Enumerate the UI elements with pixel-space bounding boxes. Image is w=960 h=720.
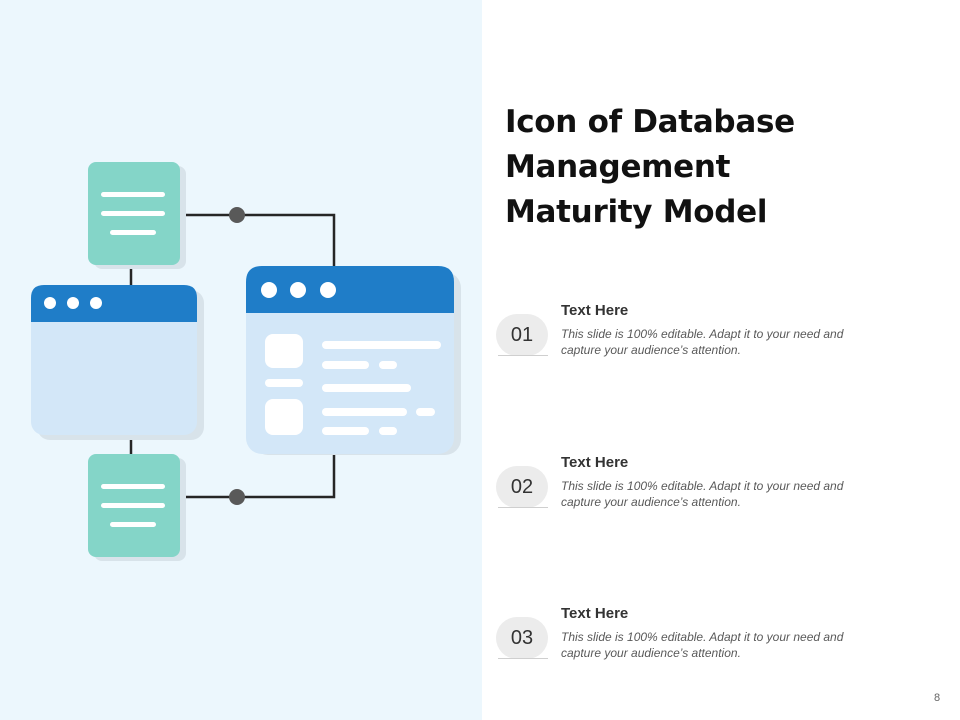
number-badge: 01 xyxy=(496,314,548,356)
number-badge: 02 xyxy=(496,466,548,508)
item-heading: Text Here xyxy=(561,454,629,471)
item-description: This slide is 100% editable. Adapt it to… xyxy=(561,630,844,660)
page-title: Icon of Database Management Maturity Mod… xyxy=(505,100,935,235)
document-icon-top xyxy=(88,162,186,269)
title-line-1: Icon of Database xyxy=(505,104,795,140)
page-number: 8 xyxy=(934,692,941,704)
item-description: This slide is 100% editable. Adapt it to… xyxy=(561,327,844,357)
title-line-3: Maturity Model xyxy=(505,194,768,230)
title-line-2: Management xyxy=(505,149,731,185)
number-underline xyxy=(498,658,548,659)
item-heading: Text Here xyxy=(561,302,629,319)
node-dot-top xyxy=(229,207,245,223)
number-badge: 03 xyxy=(496,617,548,659)
item-heading: Text Here xyxy=(561,605,629,622)
number-underline xyxy=(498,507,548,508)
item-description: This slide is 100% editable. Adapt it to… xyxy=(561,479,844,509)
database-illustration xyxy=(31,162,461,561)
list-item-03: 03 Text Here This slide is 100% editable… xyxy=(496,605,896,707)
connector-top xyxy=(180,213,336,268)
document-icon-bottom xyxy=(88,454,186,561)
browser-window-icon-left xyxy=(31,285,204,440)
connector-bottom xyxy=(180,454,336,499)
list-item-02: 02 Text Here This slide is 100% editable… xyxy=(496,454,896,556)
number-underline xyxy=(498,355,548,356)
dashboard-window-icon-right xyxy=(246,266,461,455)
node-dot-bottom xyxy=(229,489,245,505)
list-item-01: 01 Text Here This slide is 100% editable… xyxy=(496,302,896,404)
